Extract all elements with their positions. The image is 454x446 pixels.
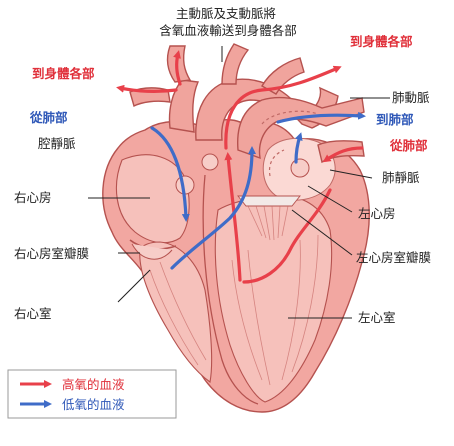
aorta-branch-2: [221, 43, 250, 85]
label-left-av-valve: 左心房室瓣膜: [356, 250, 431, 265]
red-flow-to-body-right: [224, 65, 342, 150]
label-right-ventricle: 右心室: [14, 306, 52, 321]
pulmonary-node: [290, 158, 310, 178]
red-flow-branch-up: [173, 50, 182, 86]
leader-lines: [88, 46, 390, 319]
blue-flow-ventricle-pulmonary: [170, 146, 256, 270]
av-node: [201, 153, 219, 171]
legend-low-oxygen: 低氧的血液: [62, 397, 125, 412]
red-flow-ventricle-aorta: [224, 152, 242, 282]
label-vena-cava: 腔靜脈: [38, 136, 76, 151]
right-av-valve: [129, 239, 177, 260]
leader-left-av-valve: [291, 209, 353, 256]
blood-flow-arrows: [116, 50, 366, 284]
title-line-1: 主動脈及支動脈將: [176, 6, 276, 21]
vein-dashed-outline: [268, 149, 285, 177]
leader-right-ventricle: [117, 269, 151, 303]
blue-flow-to-lung: [276, 111, 366, 124]
superior-vena-cava: [168, 79, 200, 133]
right-ventricle-chamber: [139, 241, 213, 383]
red-flow-to-body-left: [116, 84, 178, 93]
legend: 高氧的血液 低氧的血液: [7, 369, 177, 419]
pulmonary-dashed-outline: [261, 110, 319, 125]
right-atrium-chamber: [115, 154, 190, 244]
label-from-lung-right: 從肺部: [389, 138, 428, 153]
heart-illustration: [102, 119, 370, 413]
left-av-valve: [237, 195, 301, 241]
label-to-lung: 到肺部: [376, 112, 414, 127]
red-flow-atrium-ventricle: [242, 188, 332, 284]
legend-box: [7, 369, 177, 419]
label-pulmonary-artery: 肺動脈: [392, 90, 430, 105]
label-to-body-left: 到身體各部: [32, 66, 95, 81]
label-right-atrium: 右心房: [14, 190, 52, 205]
label-left-atrium: 左心房: [358, 206, 396, 221]
label-right-av-valve: 右心房室瓣膜: [14, 246, 89, 261]
legend-high-oxygen: 高氧的血液: [62, 377, 125, 392]
muscle-fibers: [149, 234, 319, 386]
blue-flow-vena-cava: [150, 126, 190, 222]
red-flow-from-lung: [322, 146, 364, 163]
leader-pulmonary-vein: [329, 169, 373, 179]
blue-flow-branch: [294, 132, 303, 164]
label-left-ventricle: 左心室: [358, 310, 396, 325]
title-line-2: 含氧血液輸送到身體各部: [159, 23, 297, 38]
label-pulmonary-vein: 肺靜脈: [382, 170, 420, 185]
label-to-body-right: 到身體各部: [350, 34, 413, 49]
leader-left-atrium: [307, 185, 353, 213]
label-from-lung-left: 從肺部: [29, 110, 68, 125]
septum: [202, 174, 259, 405]
